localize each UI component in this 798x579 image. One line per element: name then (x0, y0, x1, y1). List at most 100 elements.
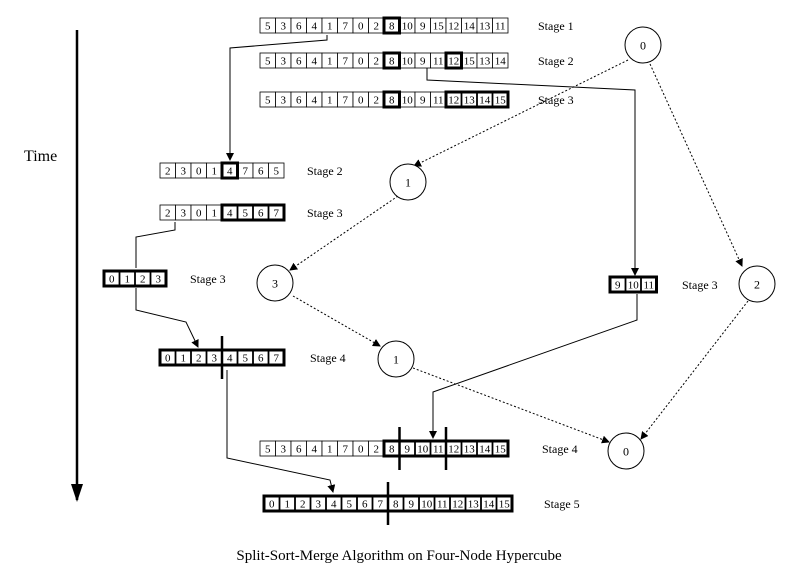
array-cell-value: 5 (243, 208, 249, 220)
array-cell-value: 9 (615, 280, 621, 292)
array-cell-value: 7 (243, 166, 249, 178)
hypercube-node-n1a: 1 (389, 163, 427, 201)
array-cell-value: 0 (358, 444, 364, 456)
array-cell-value: 15 (464, 56, 476, 68)
array-cell-value: 10 (402, 21, 414, 33)
array-cell-value: 7 (274, 208, 280, 220)
array-cell-value: 5 (265, 56, 271, 68)
array-cell-value: 3 (212, 353, 218, 365)
array-cell-value: 4 (227, 353, 233, 365)
array-cell-value: 5 (265, 95, 271, 107)
array-cell-value: 10 (402, 56, 414, 68)
array-cell-value: 12 (448, 56, 459, 68)
node-label: 1 (405, 176, 411, 190)
comm-node3-to-node1 (292, 295, 381, 347)
array-cell-value: 14 (479, 444, 491, 456)
connector-merge4-to-merge5 (226, 370, 336, 493)
array-cell-value: 6 (362, 499, 368, 511)
array-cell-value: 14 (464, 21, 476, 33)
node-label: 0 (640, 39, 646, 53)
stage-label: Stage 2 (307, 164, 343, 178)
array-cell-value: 9 (405, 444, 411, 456)
array-cell-value: 7 (378, 499, 384, 511)
array-cell-value: 5 (265, 444, 271, 456)
array-cell-value: 8 (393, 499, 399, 511)
array-cell-value: 3 (281, 21, 287, 33)
sorted-group-outline (608, 275, 658, 294)
array-cell-value: 12 (448, 95, 459, 107)
array-cell-value: 0 (358, 21, 364, 33)
array-cell-value: 13 (464, 444, 476, 456)
array-cell-value: 3 (281, 95, 287, 107)
array-cell-value: 13 (464, 95, 476, 107)
comm-node2-to-node0 (640, 300, 749, 440)
array-cell-value: 4 (312, 95, 318, 107)
array-cell-value: 11 (433, 444, 444, 456)
node-circle (624, 26, 662, 64)
array-cell-value: 2 (374, 56, 380, 68)
array-cell-value: 0 (358, 95, 364, 107)
stage-label: Stage 4 (542, 442, 578, 456)
stage-label: Stage 3 (682, 278, 718, 292)
array-cell-value: 2 (165, 166, 171, 178)
array-cell-value: 3 (281, 444, 287, 456)
hypercube-node-n0b: 0 (607, 432, 645, 470)
array-cell (492, 17, 509, 34)
array-cell-value: 4 (312, 21, 318, 33)
stage-label: Stage 4 (310, 351, 346, 365)
time-axis-arrowhead (71, 484, 83, 502)
stage-label: Stage 3 (538, 93, 574, 107)
array-cell-value: 7 (274, 353, 280, 365)
connector-lines (135, 35, 639, 493)
node-label: 0 (623, 445, 629, 459)
array-cell-value: 13 (479, 56, 491, 68)
array-cell-value: 1 (212, 166, 218, 178)
array-cell-value: 0 (109, 274, 115, 286)
array-cell-value: 15 (495, 444, 507, 456)
array-cell-value: 8 (389, 95, 395, 107)
array-cell-value: 11 (643, 280, 654, 292)
array-cell-value: 2 (374, 95, 380, 107)
connector-right-quarter-to-merge4 (429, 294, 638, 439)
array-cell-value: 7 (343, 444, 349, 456)
node-circle (607, 432, 645, 470)
node-label: 3 (272, 277, 278, 291)
array-cell-value: 1 (327, 21, 333, 33)
connector-left-to-quarter (135, 222, 176, 268)
array-cell-value: 9 (420, 95, 426, 107)
array-cell-value: 2 (300, 499, 306, 511)
array-cell-value: 5 (265, 21, 271, 33)
stage-label: Stage 5 (544, 497, 580, 511)
array-cell-value: 3 (281, 56, 287, 68)
array-cell (492, 52, 509, 69)
stage-label: Stage 2 (538, 54, 574, 68)
array-cell-value: 1 (181, 353, 187, 365)
array-cell-value: 6 (258, 208, 264, 220)
stage-label: Stage 1 (538, 19, 574, 33)
array-cell-value: 2 (140, 274, 146, 286)
array-cell-value: 4 (227, 208, 233, 220)
array-cell-value: 2 (374, 21, 380, 33)
array-cell-value: 15 (433, 21, 445, 33)
array-cell-value: 10 (421, 499, 433, 511)
pivot-cell-outline (382, 51, 401, 70)
connector-stage1-to-left-half (226, 35, 328, 161)
array-cell-value: 6 (258, 166, 264, 178)
pivot-cell-outline (220, 161, 239, 180)
array-cell-value: 12 (448, 21, 459, 33)
array-cell-value: 7 (343, 21, 349, 33)
array-cell-value: 9 (409, 499, 415, 511)
array-cell-value: 7 (343, 56, 349, 68)
array-cell-value: 1 (285, 499, 291, 511)
array-cell-value: 6 (258, 353, 264, 365)
node-circle (256, 264, 294, 302)
comm-node0-to-node2 (649, 63, 743, 267)
array-cell-value: 0 (196, 208, 202, 220)
array-cell-value: 4 (331, 499, 337, 511)
comm-node1-to-node0 (412, 367, 610, 444)
array-cell-value: 1 (212, 208, 218, 220)
array-cell-value: 11 (495, 21, 506, 33)
array-cell-value: 5 (347, 499, 353, 511)
array-cell-value: 11 (433, 95, 444, 107)
array-cell-value: 0 (358, 56, 364, 68)
